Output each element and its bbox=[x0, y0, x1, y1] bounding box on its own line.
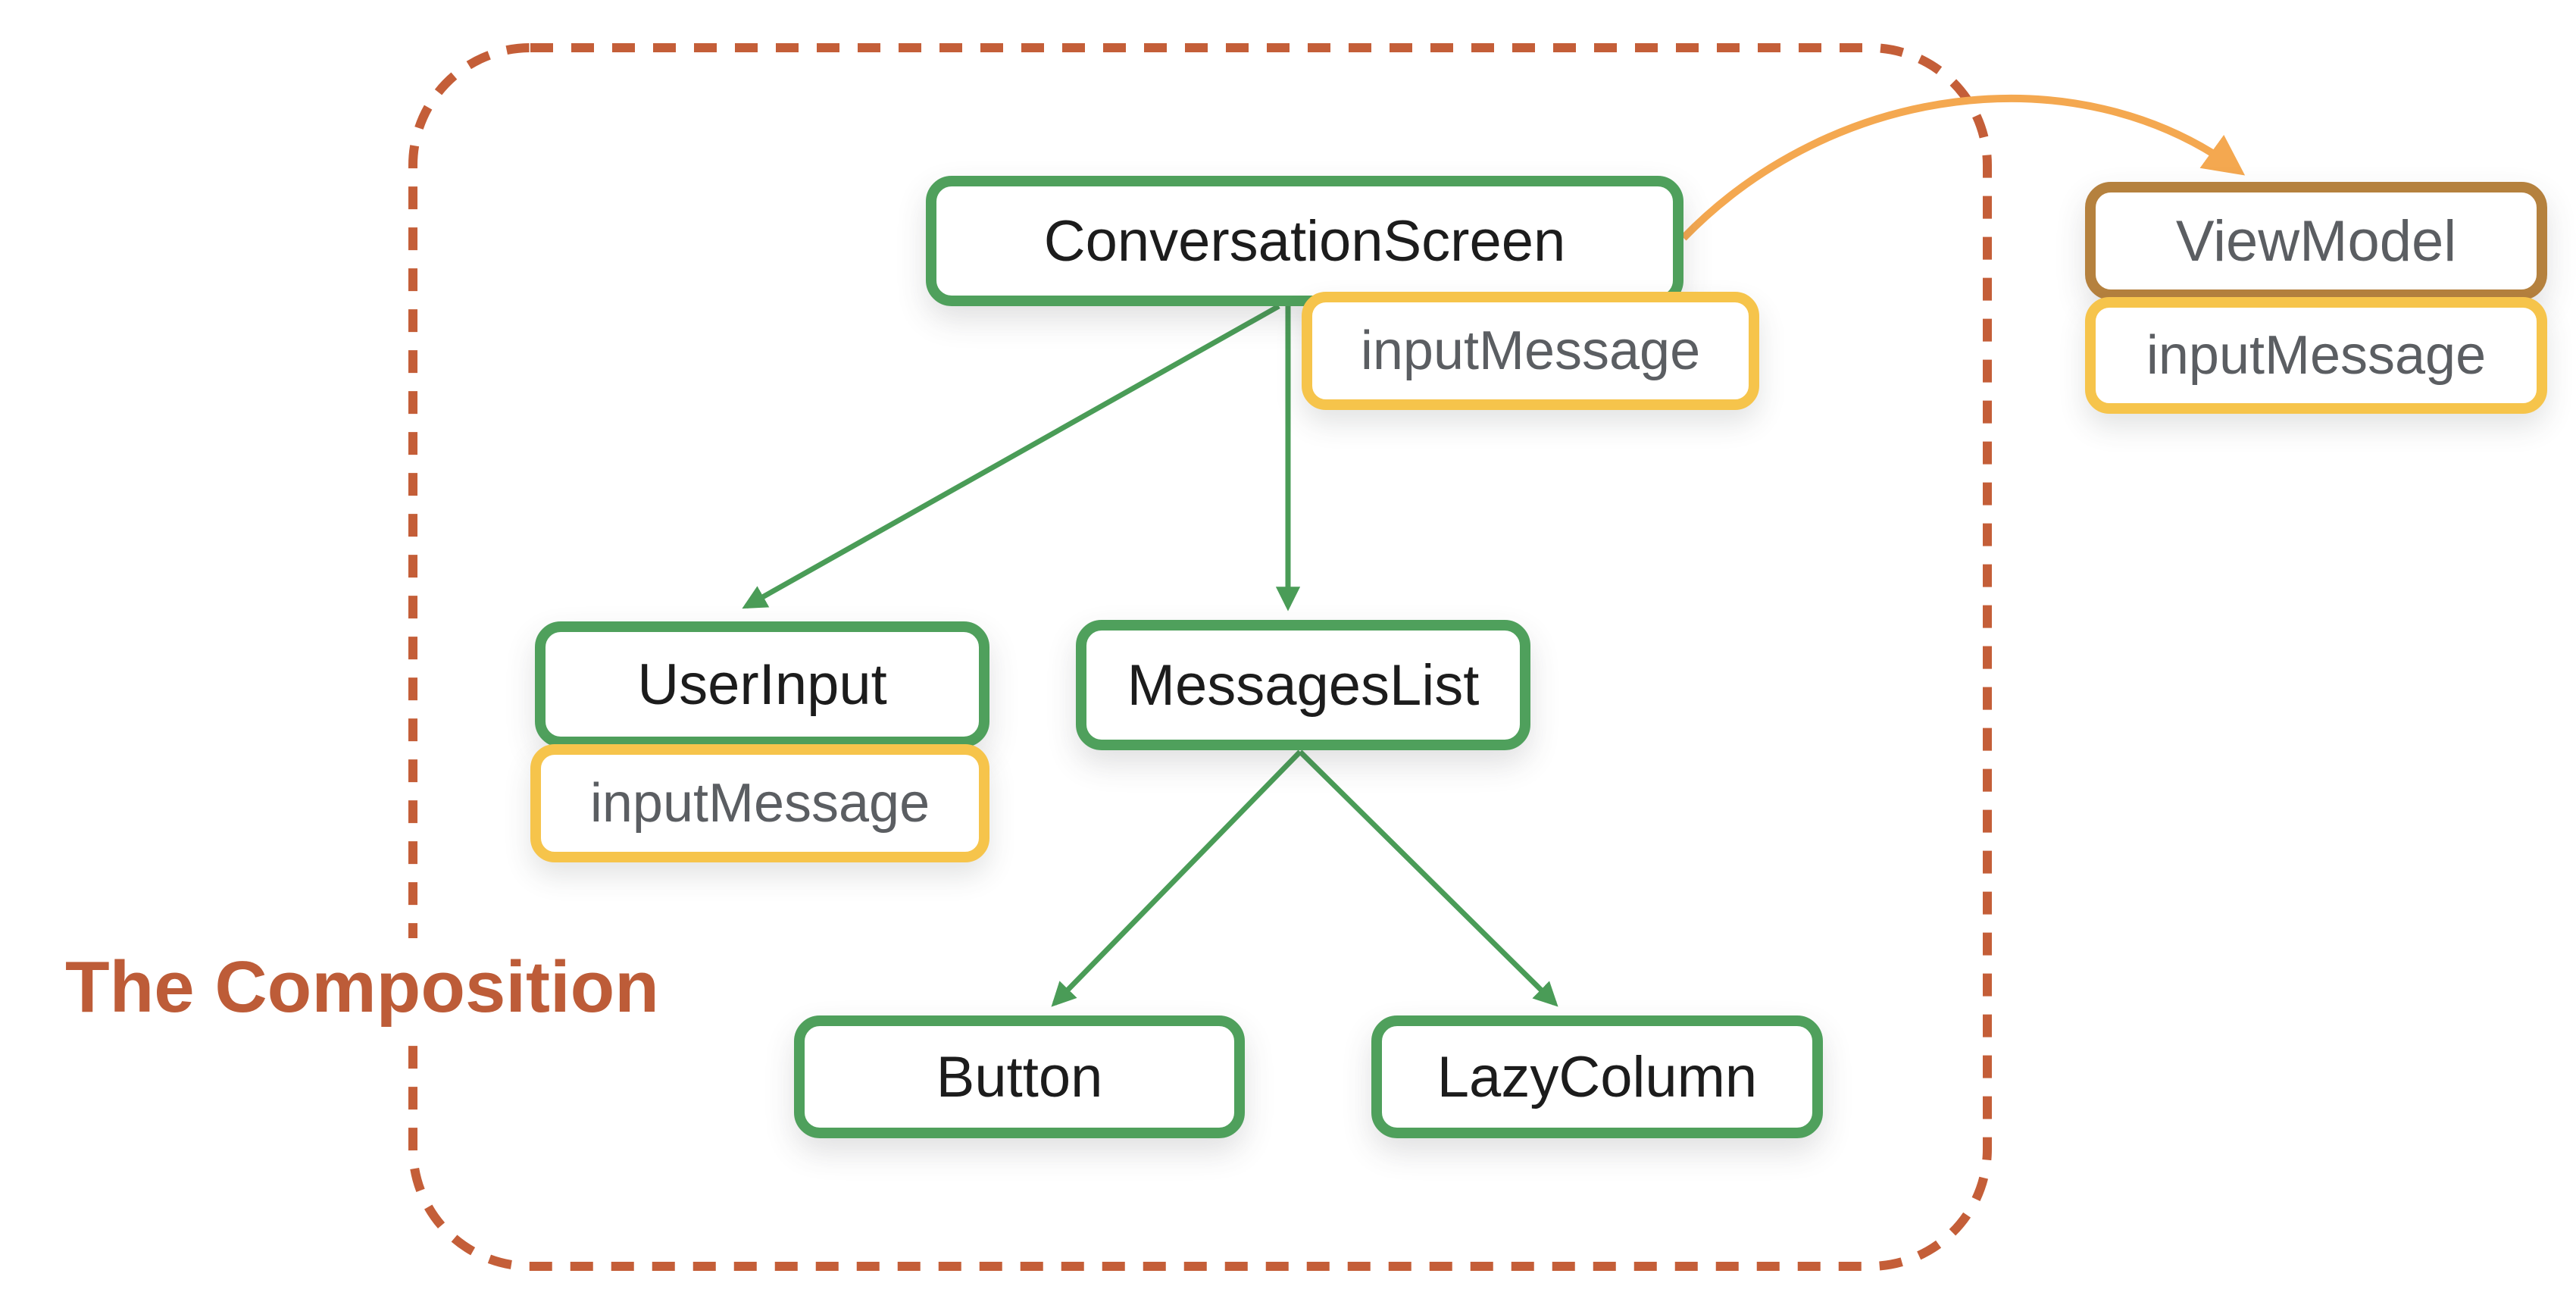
badge-userinput-inputmessage: inputMessage bbox=[530, 744, 989, 862]
badge-viewmodel-inputmessage: inputMessage bbox=[2085, 297, 2547, 414]
node-lazy-column: LazyColumn bbox=[1371, 1015, 1823, 1138]
edge-conversationscreen-to-viewmodel bbox=[1680, 94, 2246, 241]
edge-messageslist-to-button bbox=[1051, 749, 1302, 1007]
node-user-input-label: UserInput bbox=[637, 652, 887, 717]
edge-conversationscreen-to-userinput bbox=[742, 303, 1280, 609]
node-messages-list-label: MessagesList bbox=[1127, 652, 1480, 718]
node-lazy-column-label: LazyColumn bbox=[1436, 1044, 1758, 1109]
composition-boundary bbox=[408, 43, 1992, 1271]
node-button: Button bbox=[794, 1015, 1245, 1138]
node-user-input: UserInput bbox=[535, 621, 989, 747]
diagram-title: The Composition bbox=[47, 938, 677, 1037]
node-view-model: ViewModel bbox=[2085, 182, 2547, 300]
node-messages-list: MessagesList bbox=[1076, 620, 1530, 750]
node-conversation-screen-label: ConversationScreen bbox=[1043, 208, 1566, 274]
node-view-model-label: ViewModel bbox=[2175, 208, 2457, 274]
badge-conversationscreen-inputmessage: inputMessage bbox=[1302, 292, 1759, 410]
node-button-label: Button bbox=[936, 1044, 1103, 1109]
badge-viewmodel-inputmessage-label: inputMessage bbox=[2146, 325, 2487, 386]
edge-messageslist-to-lazycolumn bbox=[1298, 749, 1558, 1007]
badge-userinput-inputmessage-label: inputMessage bbox=[589, 773, 930, 834]
node-conversation-screen: ConversationScreen bbox=[926, 176, 1683, 306]
badge-conversationscreen-inputmessage-label: inputMessage bbox=[1360, 321, 1701, 381]
